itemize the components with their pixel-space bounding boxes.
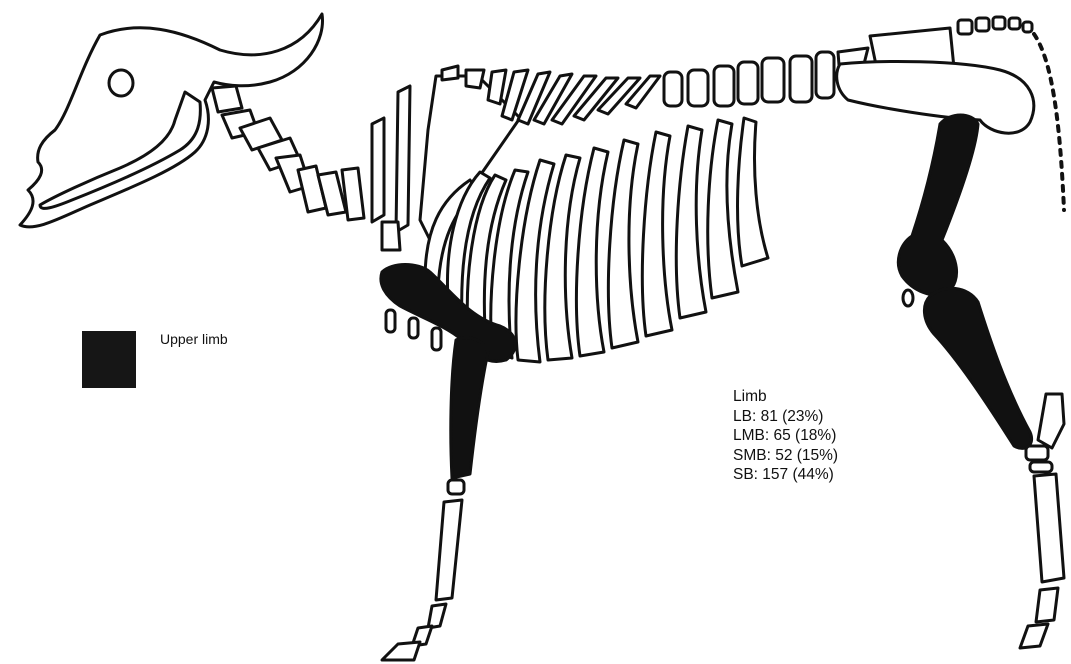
femur-highlight xyxy=(898,115,978,295)
stats-line-lmb: LMB: 65 (18%) xyxy=(733,426,838,446)
skull xyxy=(20,14,323,227)
forelimb xyxy=(381,265,516,661)
hindlimb xyxy=(898,115,1064,648)
limb-stats: Limb LB: 81 (23%) LMB: 65 (18%) SMB: 52 … xyxy=(733,387,838,485)
legend-label: Upper limb xyxy=(160,331,228,347)
spine xyxy=(442,48,868,124)
legend-swatch-upper-limb xyxy=(82,331,136,388)
pelvis xyxy=(837,28,1034,133)
neck-vertebrae xyxy=(212,86,364,220)
stats-heading: Limb xyxy=(733,387,838,407)
radius-highlight xyxy=(451,338,488,478)
stats-line-sb: SB: 157 (44%) xyxy=(733,465,838,485)
tibia-highlight xyxy=(924,288,1031,448)
stats-line-lb: LB: 81 (23%) xyxy=(733,407,838,427)
stats-line-smb: SMB: 52 (15%) xyxy=(733,446,838,466)
